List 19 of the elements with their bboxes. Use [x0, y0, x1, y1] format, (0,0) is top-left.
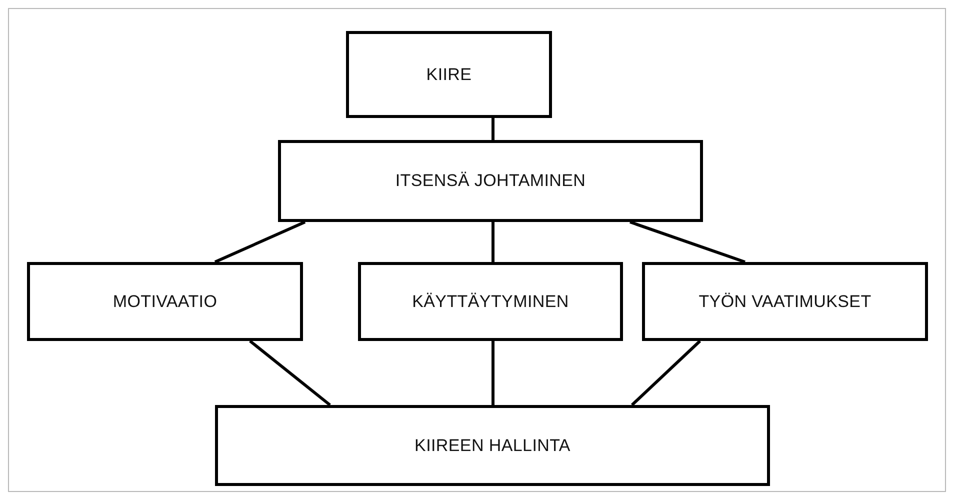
- connector-line: [630, 340, 702, 406]
- process-box: [642, 262, 928, 341]
- box-label: TYÖN VAATIMUKSET: [698, 292, 872, 312]
- box-label: KIIRE: [426, 64, 472, 84]
- connector-line: [630, 220, 746, 264]
- process-box: [358, 262, 623, 341]
- box-label: MOTIVAATIO: [112, 292, 218, 312]
- box-label: KIIREEN HALLINTA: [414, 436, 570, 456]
- process-box: [27, 262, 303, 341]
- process-box: [278, 140, 703, 222]
- connector-line: [214, 220, 306, 264]
- connector-line: [492, 341, 494, 405]
- connector-line: [249, 340, 331, 406]
- connector-line: [492, 222, 494, 262]
- process-box: [215, 405, 770, 486]
- connector-line: [492, 118, 494, 140]
- box-label: KÄYTTÄYTYMINEN: [412, 292, 569, 312]
- box-label: ITSENSÄ JOHTAMINEN: [395, 171, 586, 191]
- process-box: [346, 31, 552, 118]
